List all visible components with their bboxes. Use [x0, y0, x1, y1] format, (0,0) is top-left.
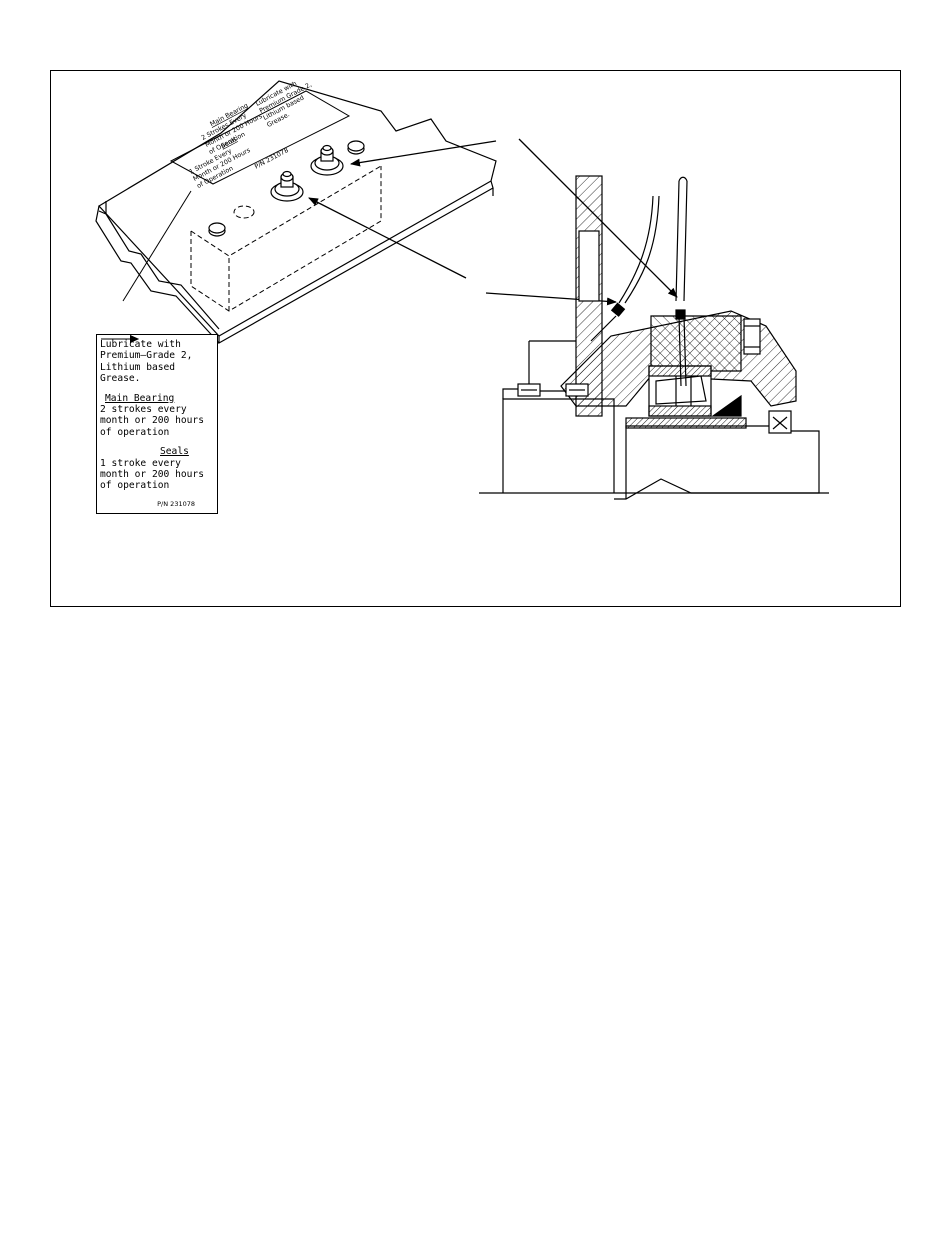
arrow-to-main-fitting	[350, 140, 497, 167]
arrow-to-seal-fitting	[308, 197, 467, 279]
lubrication-illustration: Lubricate with Premium Grade 2, Lithium …	[95, 79, 829, 500]
seals-line-2: month or 200 hours	[100, 469, 204, 481]
part-number: P/N 231078	[157, 499, 195, 508]
lubrication-figure: Lubricate with Premium Grade 2, Lithium …	[50, 70, 901, 607]
seals-line-3: of operation	[100, 480, 170, 492]
main-bearing-grease-port	[675, 309, 686, 320]
main-bearing-line-1: 2 strokes every	[100, 404, 187, 416]
cross-section-drawing	[479, 175, 829, 500]
seals-header: Seals	[100, 335, 217, 458]
right-small-bearing	[768, 410, 792, 434]
bracket-drawing	[95, 80, 497, 345]
decal-intro-line-4: Grease.	[100, 373, 141, 385]
grease-fitting-seals	[270, 170, 304, 202]
main-bearing-line-3: of operation	[100, 426, 170, 438]
main-bearing-heading: Main Bearing	[105, 392, 175, 404]
main-bearing-line-2: month or 200 hours	[100, 415, 204, 427]
bolt-head-left	[208, 222, 226, 237]
seals-heading: Seals	[160, 446, 189, 458]
grease-fitting-main-bearing	[310, 144, 344, 176]
decal-intro-line-2: Premium–Grade 2,	[100, 350, 193, 362]
seals-arrow-icon	[101, 335, 139, 343]
decal-intro-line-1: Lubricate with	[100, 339, 181, 350]
decal-intro-line-3: Lithium based	[100, 361, 176, 373]
seals-line-1: 1 stroke every	[100, 457, 181, 469]
main-bearing-header: Main Bearing	[100, 335, 217, 404]
bolt-head-right	[347, 140, 365, 155]
seal-grease-port	[610, 302, 626, 317]
left-small-bearing	[517, 383, 589, 397]
decal-callout: Lubricate with Premium–Grade 2, Lithium …	[96, 334, 218, 514]
